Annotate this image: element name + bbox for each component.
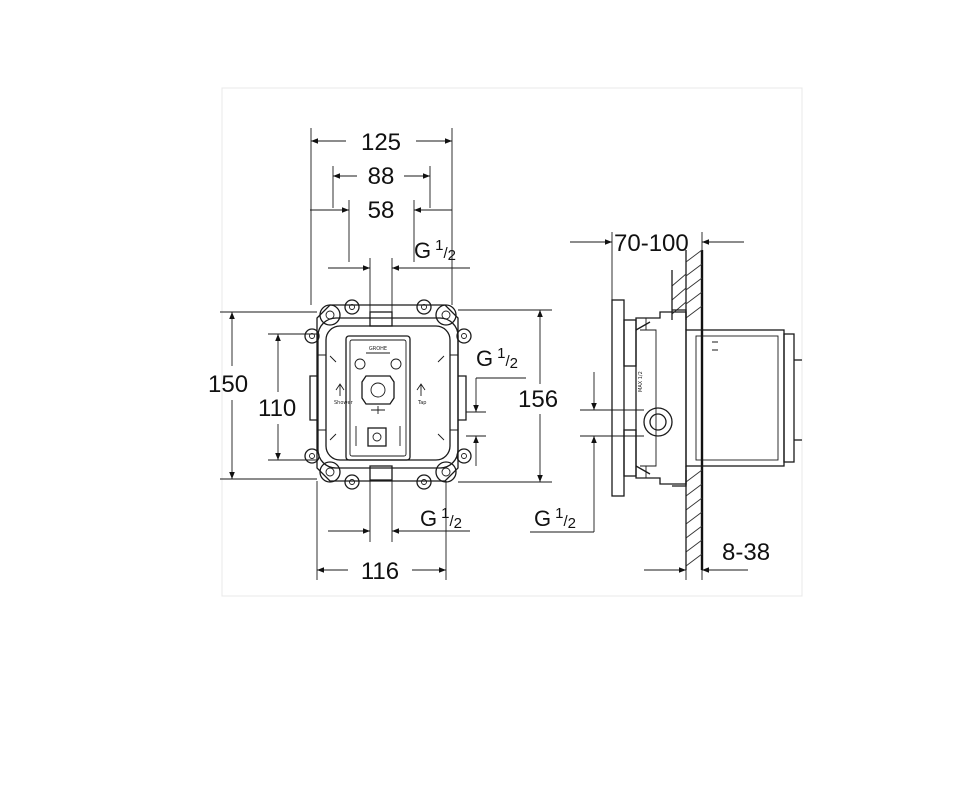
valve-body-inner <box>325 325 451 461</box>
shower-mark: Shower <box>334 400 354 406</box>
side-view: MAX 1/2 <box>611 249 802 570</box>
top-outlet-stub <box>369 311 393 327</box>
dimension-70-100: 70-100 <box>614 230 689 257</box>
dimension-88: 88 <box>368 163 395 190</box>
dimension-110: 110 <box>258 395 296 422</box>
up-arrow-icon <box>335 383 345 396</box>
up-arrow-icon-right <box>416 383 426 396</box>
cartridge-sleeve <box>685 329 785 467</box>
side-port-left <box>309 375 318 421</box>
bottom-outlet-stub <box>369 465 393 481</box>
square-marker <box>367 427 387 447</box>
mounting-flange <box>316 304 459 482</box>
side-body <box>635 311 687 485</box>
cartridge-socket <box>361 375 395 405</box>
brand-mark: GROHE <box>369 346 387 352</box>
cartridge-plate <box>345 335 411 461</box>
dimension-150: 150 <box>208 371 248 398</box>
mounting-rail <box>611 299 625 497</box>
corner-lugs <box>304 299 472 490</box>
tap-mark: Tap <box>417 400 426 406</box>
dimension-125: 125 <box>361 129 401 156</box>
dimension-58: 58 <box>368 197 395 224</box>
side-port-circle <box>643 407 673 437</box>
dimension-8-38: 8-38 <box>722 539 770 566</box>
side-mark: MAX 1/2 <box>638 371 644 392</box>
front-view: GROHE Shower Tap <box>304 299 472 490</box>
valve-body-outline <box>317 317 459 469</box>
mixer-symbol-icon <box>354 358 366 370</box>
drawing-frame <box>221 87 803 597</box>
dimension-156: 156 <box>518 386 558 413</box>
dimension-116: 116 <box>361 558 399 585</box>
wall-section <box>671 249 704 570</box>
side-port-right <box>458 375 467 421</box>
